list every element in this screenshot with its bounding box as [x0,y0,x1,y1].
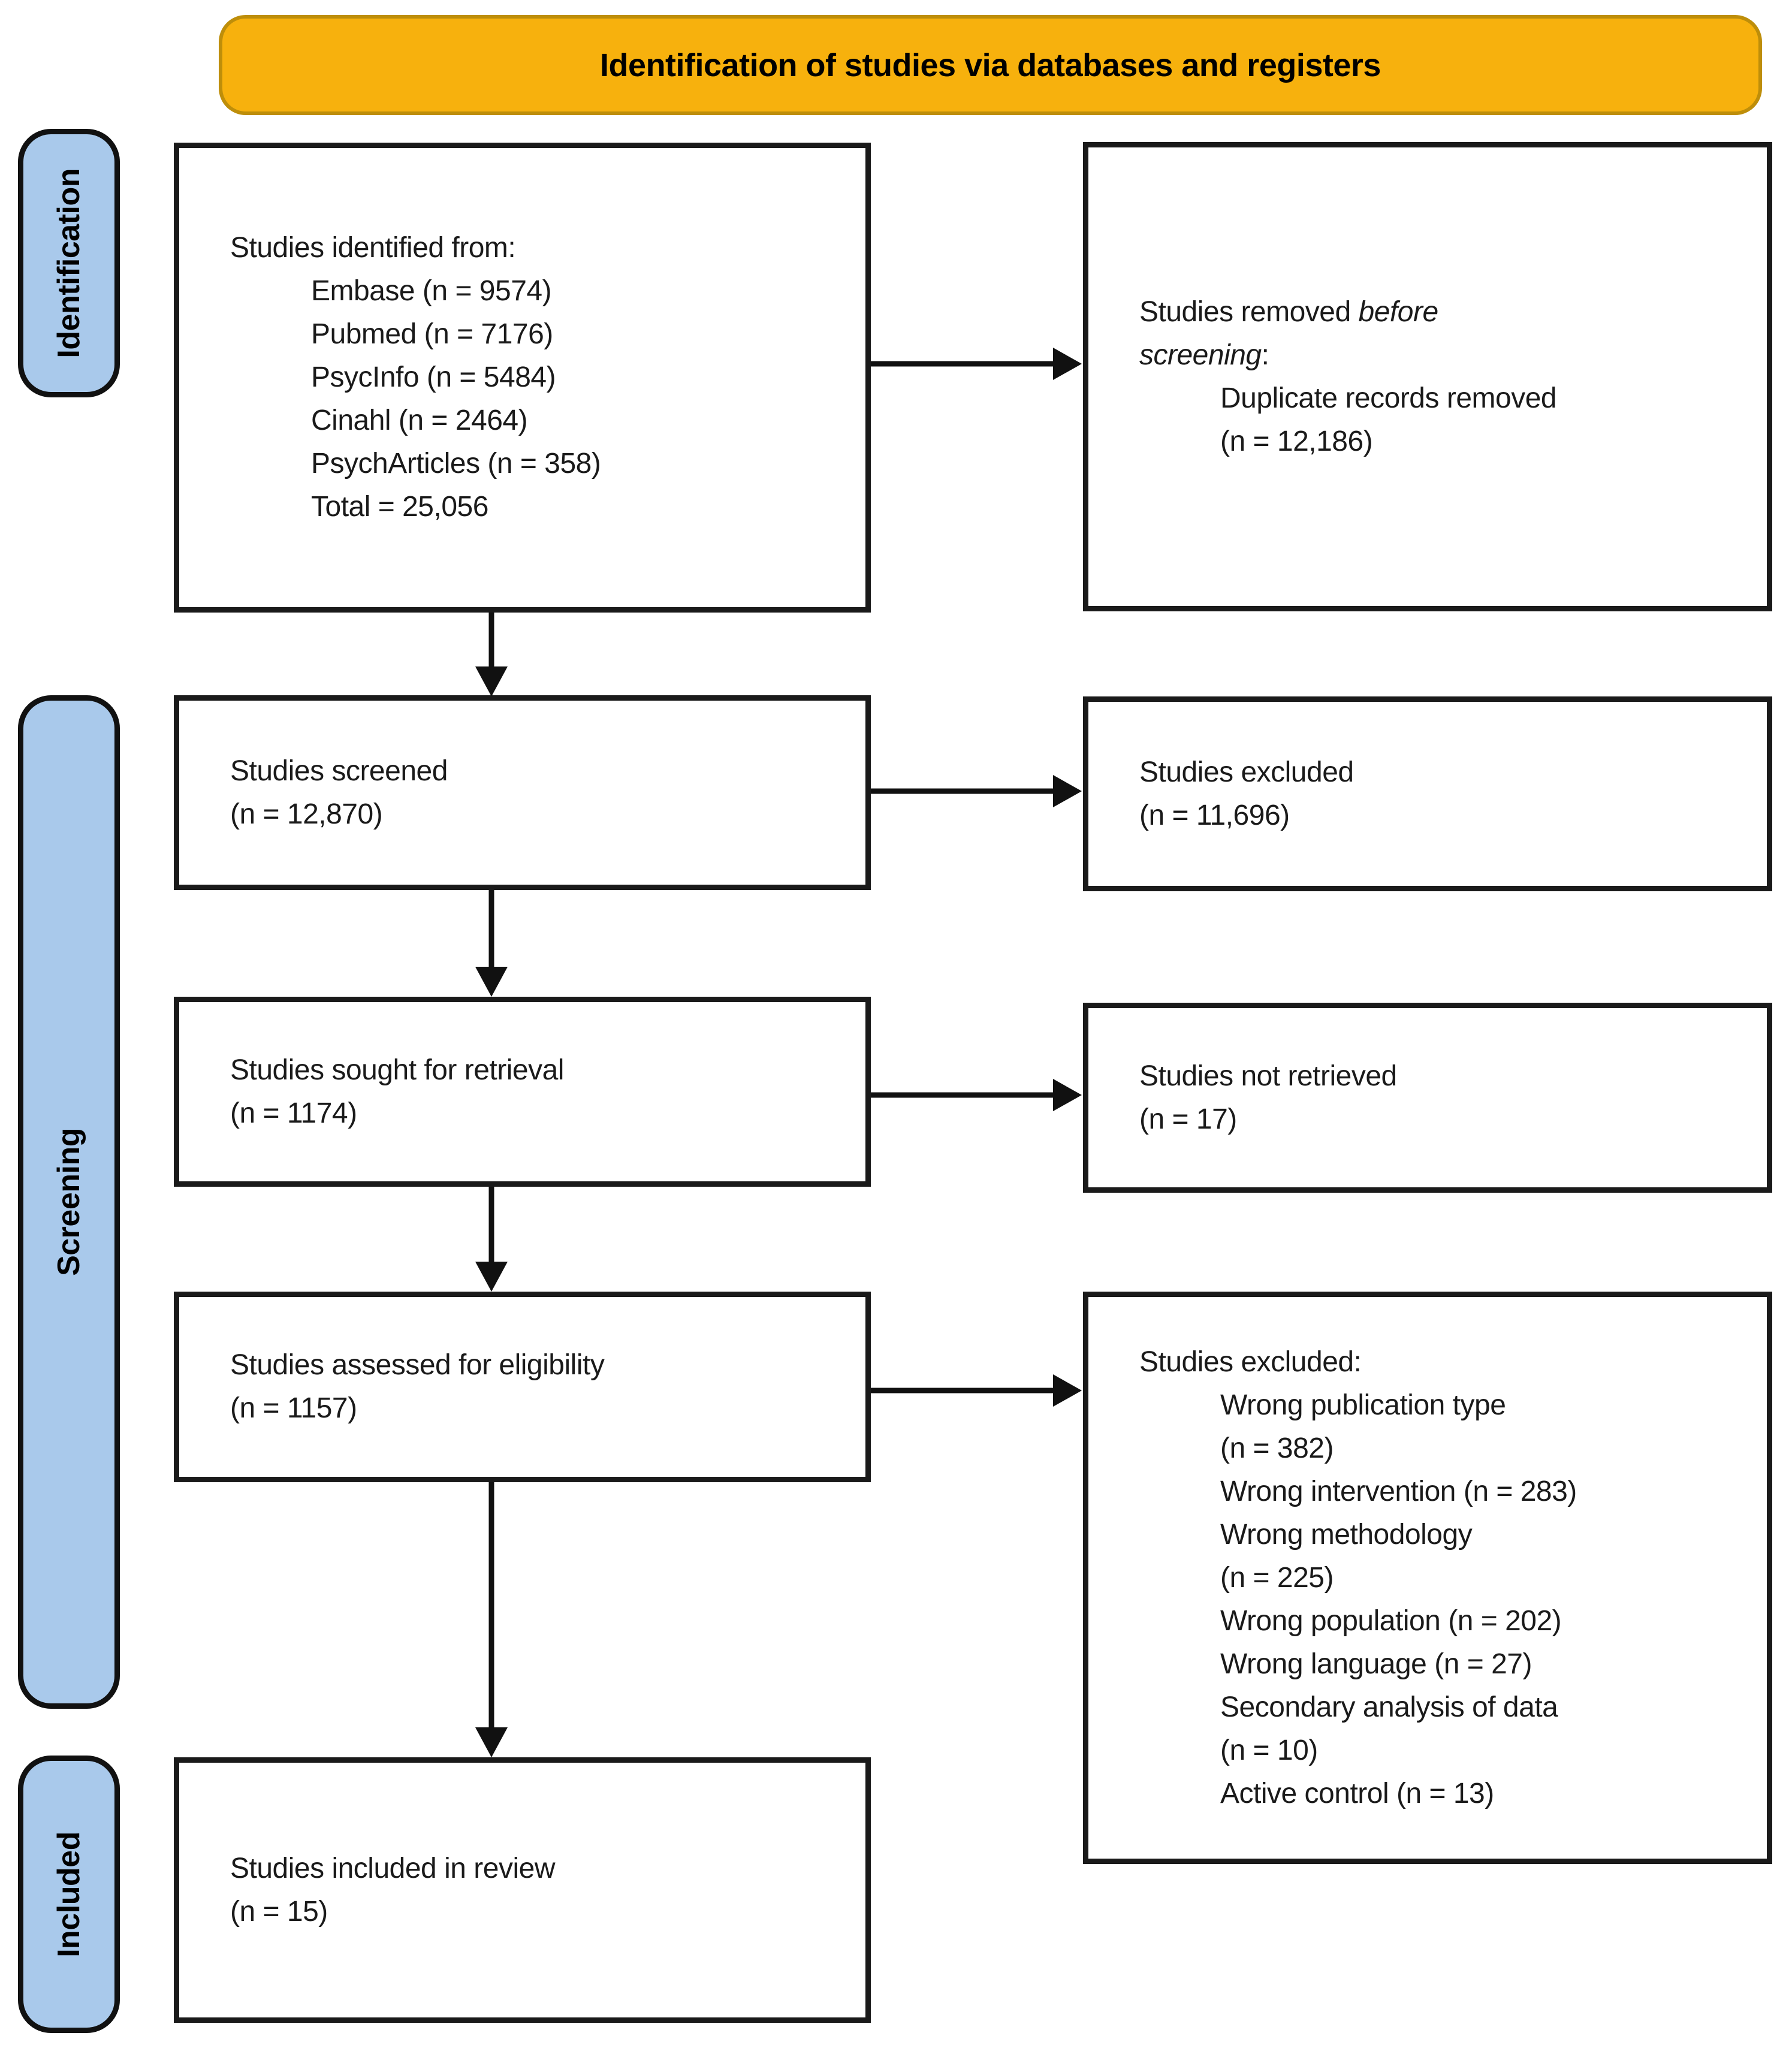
db-count-pubmed: Pubmed (n = 7176) [311,318,553,350]
duplicates-removed-label: Duplicate records removed [1220,382,1557,414]
box-removed-line1-italic: before [1358,295,1439,328]
box-studies-excluded-screening: Studies excluded (n = 11,696) [1083,696,1772,891]
arrow-identified-to-removed [871,348,1082,380]
exclusion-reason-intervention: Wrong intervention (n = 283) [1220,1475,1577,1507]
phase-label-identification-text: Identification [52,168,86,358]
phase-label-screening: Screening [18,695,120,1709]
arrow-assessed-to-excluded-eligibility [871,1374,1082,1407]
exclusion-reason-secondary-analysis-count: (n = 10) [1220,1734,1318,1766]
box-studies-included-line1: Studies included in review [230,1852,555,1884]
box-studies-screened: Studies screened (n = 12,870) [174,695,871,890]
title-banner: Identification of studies via databases … [219,15,1762,115]
box-excluded-eligibility-heading: Studies excluded: [1139,1346,1362,1378]
db-count-psycharticles: PsychArticles (n = 358) [311,448,601,479]
db-count-psycinfo: PsycInfo (n = 5484) [311,361,556,393]
box-studies-assessed-line1: Studies assessed for eligibility [230,1349,605,1381]
exclusion-reason-secondary-analysis: Secondary analysis of data [1220,1691,1558,1723]
box-studies-assessed: Studies assessed for eligibility (n = 11… [174,1292,871,1482]
box-excluded-screening-line1: Studies excluded [1139,756,1354,788]
box-studies-identified: Studies identified from: Embase (n = 957… [174,143,871,613]
db-count-cinahl: Cinahl (n = 2464) [311,405,528,436]
exclusion-reason-publication-type-count: (n = 382) [1220,1432,1334,1464]
exclusion-reason-active-control: Active control (n = 13) [1220,1777,1494,1809]
db-count-total: Total = 25,056 [311,491,488,523]
box-studies-assessed-count: (n = 1157) [230,1392,357,1424]
box-studies-sought-line1: Studies sought for retrieval [230,1054,564,1086]
box-studies-not-retrieved: Studies not retrieved (n = 17) [1083,1003,1772,1193]
box-studies-included: Studies included in review (n = 15) [174,1757,871,2023]
box-not-retrieved-count: (n = 17) [1139,1103,1237,1135]
arrow-identified-to-screened [475,613,508,696]
arrow-sought-to-not-retrieved [871,1079,1082,1111]
exclusion-reason-language: Wrong language (n = 27) [1220,1648,1532,1680]
phase-label-identification: Identification [18,129,120,397]
arrow-screened-to-sought [475,890,508,997]
phase-label-included: Included [18,1756,120,2033]
arrow-assessed-to-included [475,1482,508,1757]
box-studies-identified-heading: Studies identified from: [230,232,516,264]
phase-label-included-text: Included [52,1831,86,1958]
phase-label-screening-text: Screening [52,1128,86,1276]
diagram-title: Identification of studies via databases … [600,47,1381,83]
arrow-screened-to-excluded [871,775,1082,807]
box-studies-screened-count: (n = 12,870) [230,798,383,830]
db-count-embase: Embase (n = 9574) [311,275,552,307]
exclusion-reason-publication-type: Wrong publication type [1220,1389,1506,1421]
box-studies-removed-before-screening: Studies removed before screening: Duplic… [1083,142,1772,611]
exclusion-reason-population: Wrong population (n = 202) [1220,1604,1562,1637]
box-removed-line2: screening: [1139,334,1752,377]
arrow-sought-to-assessed [475,1187,508,1292]
box-excluded-screening-count: (n = 11,696) [1139,799,1290,831]
box-studies-sought-count: (n = 1174) [230,1097,357,1129]
exclusion-reason-methodology-count: (n = 225) [1220,1561,1334,1594]
box-studies-screened-line1: Studies screened [230,755,448,787]
box-removed-line1-pre: Studies removed [1139,295,1359,328]
box-removed-line1: Studies removed before [1139,291,1752,334]
box-studies-sought: Studies sought for retrieval (n = 1174) [174,997,871,1187]
box-not-retrieved-line1: Studies not retrieved [1139,1060,1397,1092]
box-studies-included-count: (n = 15) [230,1895,328,1928]
box-removed-line2-post: : [1261,339,1269,371]
box-studies-excluded-eligibility: Studies excluded: Wrong publication type… [1083,1292,1772,1864]
exclusion-reason-methodology: Wrong methodology [1220,1518,1473,1551]
box-removed-line2-italic: screening [1139,339,1262,371]
duplicates-removed-count: (n = 12,186) [1220,425,1373,457]
